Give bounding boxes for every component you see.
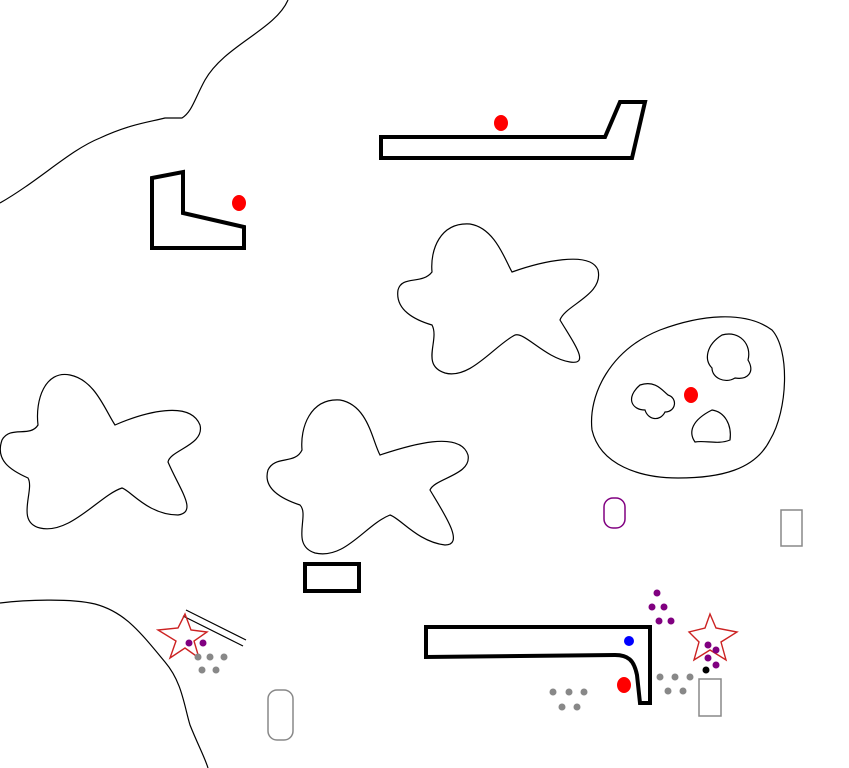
fence-line [182,615,244,647]
pickup-purple-cluster-icon[interactable] [648,589,675,625]
wall-long-top [379,100,648,160]
pickup-gray-cluster-icon[interactable] [656,673,694,695]
island-rock-left [630,383,675,420]
bush-center-top [397,223,600,375]
enemy-red-dot-icon[interactable] [494,115,508,131]
spawn-capsule-gray-icon[interactable] [267,689,294,741]
objective-star-outline-icon[interactable] [687,612,739,662]
coastline-bottom-left [0,599,209,768]
bush-left [0,373,201,530]
fence-line [185,609,247,641]
pickup-gray-cluster-icon[interactable] [549,688,588,711]
spawn-capsule-gray-icon[interactable] [698,678,722,717]
island-rock-top [706,333,752,381]
island-outline [590,316,786,479]
bush-center [266,399,469,555]
pickup-purple-cluster-icon[interactable] [185,639,720,669]
wall-l-shape [150,169,246,250]
pickup-gray-cluster-icon[interactable] [194,653,228,674]
enemy-red-dot-icon[interactable] [232,195,246,211]
enemy-red-dot-icon[interactable] [684,387,698,403]
spawn-capsule-gray-icon[interactable] [780,509,803,547]
wall-bottom-l-shape [424,625,652,705]
objective-star-outline-icon[interactable] [155,612,209,660]
spawn-capsule-purple-icon[interactable] [603,497,626,529]
wall-small-block [303,562,361,593]
player-blue-dot-icon[interactable] [624,636,634,646]
island-rock-bottom [691,409,731,443]
pickup-black-dot-icon[interactable] [702,666,710,674]
enemy-red-dot-icon[interactable] [617,677,631,693]
coastline-top-left [0,0,289,204]
